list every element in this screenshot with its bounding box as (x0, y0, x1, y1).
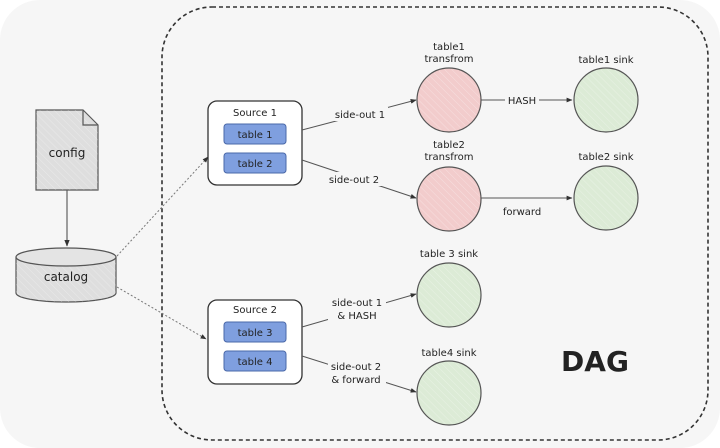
table-2-box[interactable] (223, 152, 287, 174)
catalog-database[interactable]: catalog (15, 247, 117, 303)
edge-catalog-source1 (116, 156, 209, 257)
source-1-node[interactable]: Source 1 table 1 table 2 (207, 100, 303, 186)
config-document[interactable]: config (35, 109, 99, 191)
table3-sink-label: table 3 sink (420, 249, 478, 260)
edge-catalog-source2 (116, 286, 207, 340)
table4-sink-node[interactable]: table4 sink (416, 348, 482, 426)
table1-transform-label-2: transfrom (425, 54, 474, 65)
table-2-label: table 2 (238, 159, 273, 170)
table-3-label: table 3 (238, 328, 273, 339)
table-1-label: table 1 (238, 130, 273, 141)
table4-sink-label: table4 sink (422, 348, 477, 359)
table2-sink-node[interactable]: table2 sink (573, 152, 639, 231)
table2-transform-label-1: table2 (433, 140, 465, 151)
table1-sink-label: table1 sink (579, 55, 634, 66)
edge-label-hash: HASH (508, 96, 536, 107)
edge-label-forward: forward (503, 207, 541, 218)
edge-label-s1-out1: side-out 1 (335, 110, 385, 121)
edge-label-s2-out2-line2: & forward (331, 375, 380, 386)
source-2-node[interactable]: Source 2 table 3 table 4 (207, 299, 303, 385)
table2-sink-label: table2 sink (579, 152, 634, 163)
edge-label-s1-out2: side-out 2 (329, 175, 379, 186)
dag-container (161, 6, 709, 441)
edge-label-s2-out1-line1: side-out 1 (332, 298, 382, 309)
edge-label-s2-out1-line2: & HASH (337, 311, 376, 322)
dag-title: DAG (561, 345, 629, 378)
table2-transform-label-2: transfrom (425, 152, 474, 163)
table2-transform-node[interactable]: table2 transfrom (416, 140, 482, 232)
table-4-box[interactable] (223, 350, 287, 372)
table3-sink-node[interactable]: table 3 sink (416, 249, 482, 328)
table-3-box[interactable] (223, 321, 287, 343)
table1-transform-label-1: table1 (433, 42, 465, 53)
table1-transform-node[interactable]: table1 transfrom (416, 42, 482, 133)
table1-sink-node[interactable]: table1 sink (573, 55, 639, 133)
config-label: config (49, 146, 86, 160)
catalog-label: catalog (44, 270, 88, 284)
edge-label-s2-out2-line1: side-out 2 (331, 362, 381, 373)
source-1-label: Source 1 (233, 108, 277, 119)
source-2-label: Source 2 (233, 305, 277, 316)
table-4-label: table 4 (238, 357, 273, 368)
table-1-box[interactable] (223, 123, 287, 145)
